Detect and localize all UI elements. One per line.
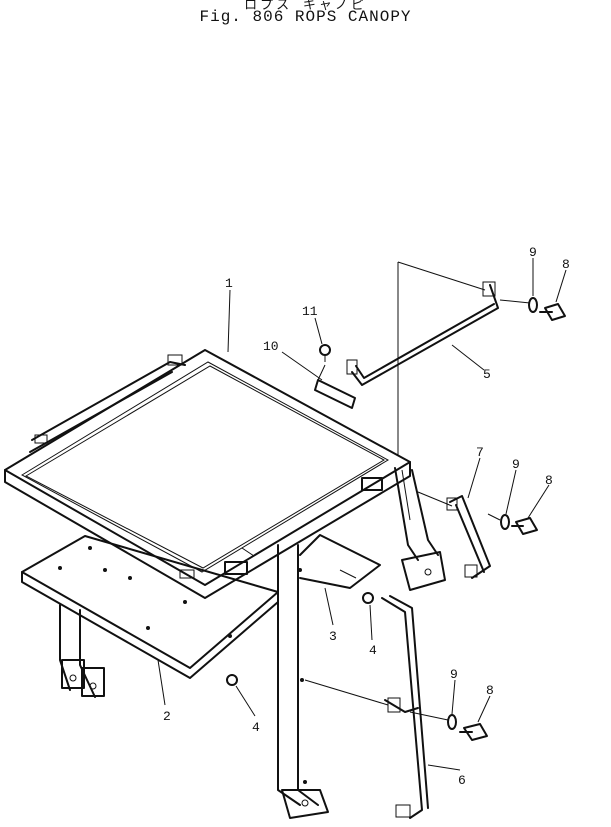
nut-4-left [226, 674, 238, 686]
callout-9-lower: 9 [450, 667, 458, 682]
callout-6: 6 [458, 773, 466, 788]
callout-11: 11 [302, 304, 318, 319]
side-brace [381, 595, 429, 819]
callout-7: 7 [476, 445, 484, 460]
plate-bolt [319, 344, 331, 362]
canopy-pillars [277, 467, 446, 819]
upper-brace [346, 281, 499, 386]
callout-2: 2 [163, 709, 171, 724]
small-brace [446, 495, 491, 579]
japanese-title: ロプス キャノピ [244, 0, 367, 13]
callout-5: 5 [483, 367, 491, 382]
bracket-plate [299, 534, 381, 589]
nut-4-right [362, 592, 374, 604]
callout-10: 10 [263, 339, 279, 354]
floor-plate [21, 535, 279, 698]
callout-4-left: 4 [252, 720, 260, 735]
callout-8-upper: 8 [562, 257, 570, 272]
callout-9-middle: 9 [512, 457, 520, 472]
alignment-lines [304, 261, 531, 721]
canopy-roof [4, 349, 411, 599]
callout-1: 1 [225, 276, 233, 291]
name-plate [314, 364, 356, 409]
bolt-washer-lower [447, 714, 488, 741]
leader-lines [157, 258, 567, 771]
callout-9-upper: 9 [529, 245, 537, 260]
callout-3: 3 [329, 629, 337, 644]
figure-title: Fig. 806 ROPS CANOPY [199, 8, 412, 26]
bolt-washer-middle [500, 514, 538, 535]
bolt-washer-upper [528, 297, 566, 321]
callout-8-lower: 8 [486, 683, 494, 698]
callout-4-right: 4 [369, 643, 377, 658]
callout-8-middle: 8 [545, 473, 553, 488]
